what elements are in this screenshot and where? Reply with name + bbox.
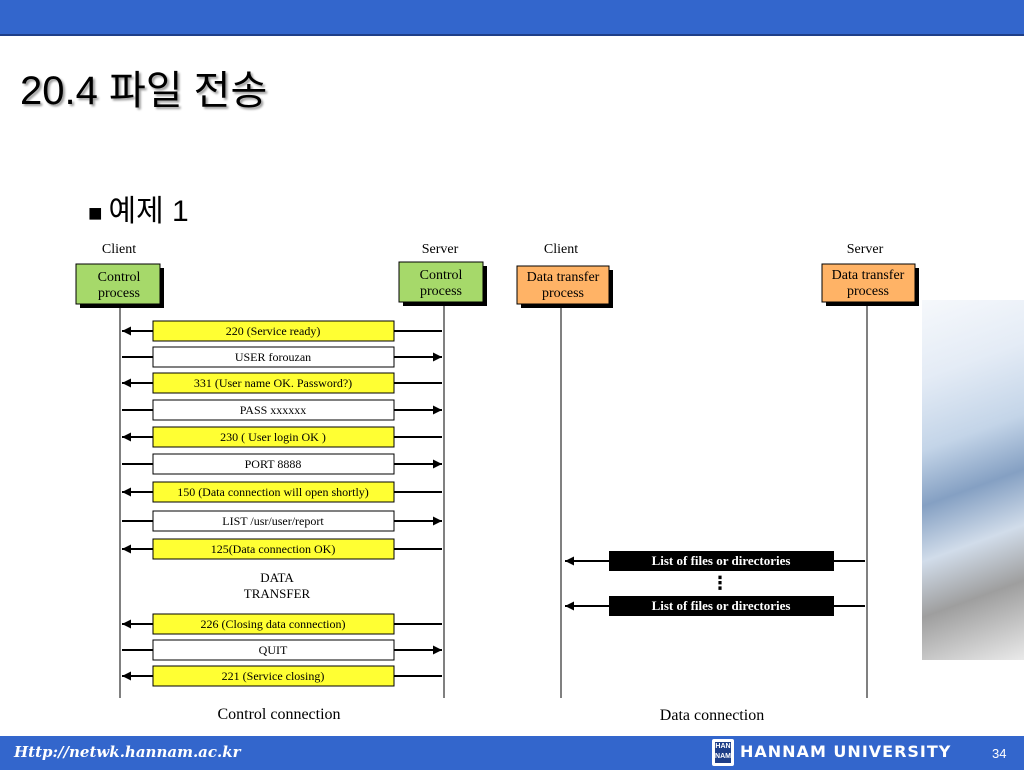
control-msg-10-label: QUIT xyxy=(259,643,288,657)
control-msg-11-label: 221 (Service closing) xyxy=(222,669,325,683)
data-msg-0-label: List of files or directories xyxy=(652,553,791,568)
control-msg-9-box xyxy=(152,613,395,635)
control-client-label: Client xyxy=(102,242,136,257)
control-msg-7-label: LIST /usr/user/report xyxy=(222,514,324,528)
page-number: 34 xyxy=(992,746,1007,761)
footer-bar: Http://netwk.hannam.ac.kr HAN NAM HANNAM… xyxy=(0,734,1024,770)
control-msg-4-box xyxy=(152,426,395,448)
data-msg-1-label: List of files or directories xyxy=(652,598,791,613)
control-client-box-line2: process xyxy=(98,286,140,301)
control-server-label: Server xyxy=(422,242,459,257)
control-msg-1-label: USER forouzan xyxy=(235,350,311,364)
control-msg-3-label: PASS xxxxxx xyxy=(240,403,307,417)
data-transfer-label-line1: DATA xyxy=(260,570,294,585)
data-server-box-line2: process xyxy=(847,284,889,299)
control-server-box xyxy=(398,261,484,303)
data-server-box-line1: Data transfer xyxy=(832,268,905,283)
control-msg-0-box xyxy=(152,320,395,342)
control-msg-5-label: PORT 8888 xyxy=(245,457,302,471)
footer-url: Http://netwk.hannam.ac.kr xyxy=(14,743,241,761)
data-client-label: Client xyxy=(544,242,578,257)
top-title-bar xyxy=(0,0,1024,36)
data-msg-0-box xyxy=(609,551,834,571)
control-msg-2-box xyxy=(152,372,395,394)
data-msg-1-box xyxy=(609,596,834,616)
data-server-box xyxy=(821,263,916,303)
data-transfer-label-line2: TRANSFER xyxy=(244,586,311,601)
control-msg-8-box xyxy=(152,538,395,560)
ellipsis-icon: ⋮ xyxy=(711,573,729,594)
bullet-square-icon: ■ xyxy=(88,200,103,227)
data-client-box-line1: Data transfer xyxy=(527,270,600,285)
control-msg-5-box xyxy=(152,453,395,475)
control-msg-3-box xyxy=(152,399,395,421)
control-msg-2-label: 331 (User name OK. Password?) xyxy=(194,376,352,390)
footer-university: HANNAM UNIVERSITY xyxy=(740,742,952,761)
logo-text: HAN NAM xyxy=(715,742,731,763)
control-msg-8-label: 125(Data connection OK) xyxy=(211,542,336,556)
data-server-label: Server xyxy=(847,242,884,257)
control-msg-0-label: 220 (Service ready) xyxy=(226,324,321,338)
control-msg-11-box xyxy=(152,665,395,687)
control-msg-9-label: 226 (Closing data connection) xyxy=(201,617,346,631)
background-photo xyxy=(922,300,1024,660)
control-msg-6-box xyxy=(152,481,395,503)
control-server-box-line2: process xyxy=(420,284,462,299)
control-server-box-line1: Control xyxy=(420,268,463,283)
bullet-item: ■예제 1 xyxy=(88,186,189,230)
bullet-text: 예제 1 xyxy=(108,195,189,228)
slide-title: 20.4 파일 전송 xyxy=(20,69,268,113)
data-client-box xyxy=(516,265,610,305)
control-connection-caption: Control connection xyxy=(217,706,340,723)
data-client-box-line2: process xyxy=(542,286,584,301)
data-connection-caption: Data connection xyxy=(660,707,764,724)
control-msg-7-box xyxy=(152,510,395,532)
control-client-box-line1: Control xyxy=(98,270,141,285)
control-msg-10-box xyxy=(152,639,395,661)
control-client-box xyxy=(75,263,161,305)
control-msg-4-label: 230 ( User login OK ) xyxy=(220,430,326,444)
control-msg-1-box xyxy=(152,346,395,368)
control-msg-6-label: 150 (Data connection will open shortly) xyxy=(177,485,369,499)
university-logo-icon: HAN NAM xyxy=(712,739,734,766)
control-message-group: 220 (Service ready) USER forouzan 331 (Use… xyxy=(122,320,442,687)
